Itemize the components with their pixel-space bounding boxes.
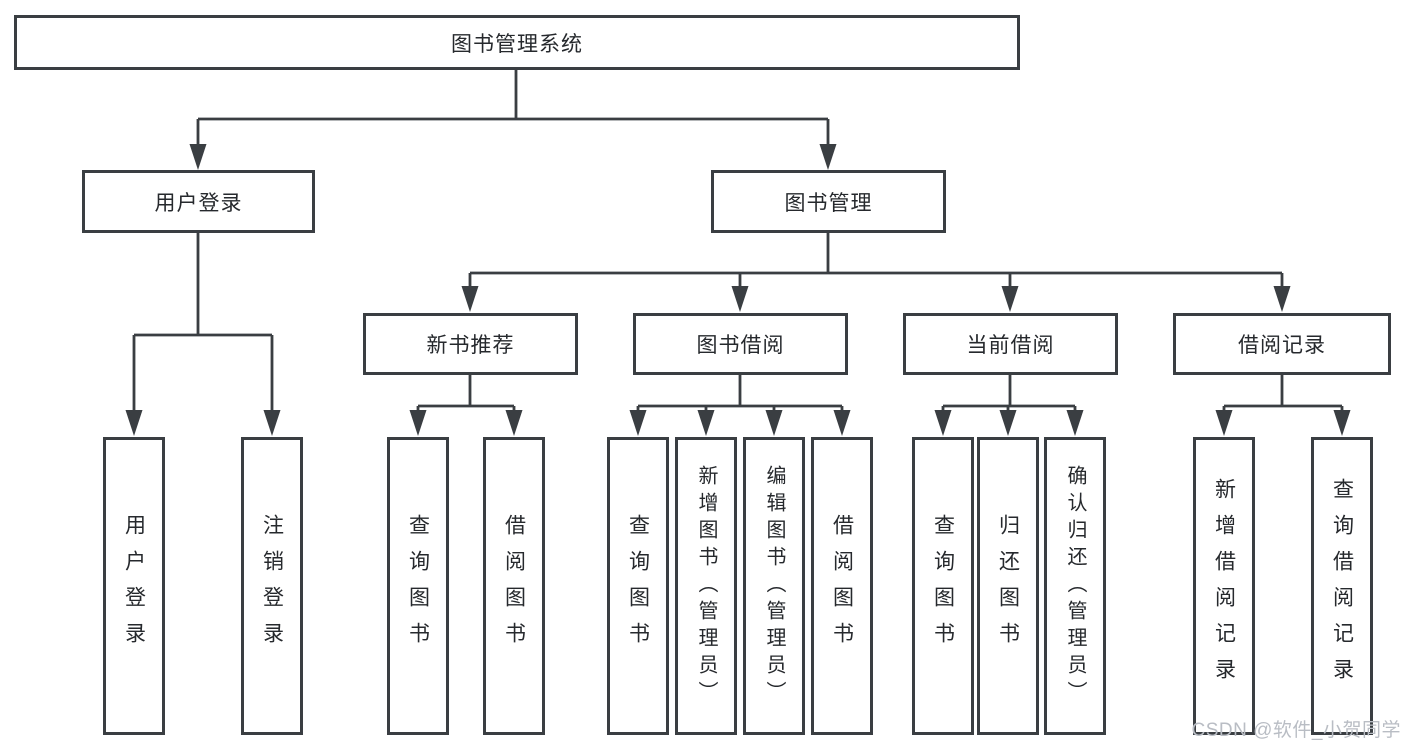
leaf-logout-login-label: 注销登录: [260, 514, 284, 658]
leaf-edit-books-admin: 编辑图书（管理员）: [743, 437, 805, 735]
node-root: 图书管理系统: [14, 15, 1020, 70]
leaf-add-books-admin: 新增图书（管理员）: [675, 437, 737, 735]
node-current-borrowing: 当前借阅: [903, 313, 1118, 375]
leaf-add-borrow-record-label: 新增借阅记录: [1212, 478, 1236, 694]
leaf-current-query-books: 查询图书: [912, 437, 974, 735]
leaf-query-borrow-record-label: 查询借阅记录: [1330, 478, 1354, 694]
leaf-recommend-borrow-books: 借阅图书: [483, 437, 545, 735]
leaf-return-books: 归还图书: [977, 437, 1039, 735]
leaf-user-login: 用户登录: [103, 437, 165, 735]
leaf-confirm-return-admin: 确认归还（管理员）: [1044, 437, 1106, 735]
node-book-management: 图书管理: [711, 170, 946, 233]
node-user-login-label: 用户登录: [154, 191, 243, 215]
node-book-management-label: 图书管理: [784, 191, 873, 215]
leaf-edit-books-admin-label: 编辑图书（管理员）: [763, 464, 785, 708]
watermark: CSDN @软件_小贺同学: [1191, 720, 1401, 741]
leaf-return-books-label: 归还图书: [996, 514, 1020, 658]
node-new-book-recommend: 新书推荐: [363, 313, 578, 375]
leaf-recommend-query-books: 查询图书: [387, 437, 449, 735]
node-book-borrowing: 图书借阅: [633, 313, 848, 375]
leaf-add-books-admin-label: 新增图书（管理员）: [695, 464, 717, 708]
node-user-login: 用户登录: [82, 170, 315, 233]
leaf-logout-login: 注销登录: [241, 437, 303, 735]
node-current-borrowing-label: 当前借阅: [966, 334, 1055, 357]
leaf-query-borrow-record: 查询借阅记录: [1311, 437, 1373, 735]
node-new-book-recommend-label: 新书推荐: [426, 334, 515, 357]
node-book-borrowing-label: 图书借阅: [696, 334, 785, 357]
leaf-borrowing-borrow-books: 借阅图书: [811, 437, 873, 735]
leaf-recommend-query-books-label: 查询图书: [406, 514, 430, 658]
leaf-borrowing-query-books: 查询图书: [607, 437, 669, 735]
leaf-add-borrow-record: 新增借阅记录: [1193, 437, 1255, 735]
node-root-label: 图书管理系统: [451, 32, 583, 56]
leaf-user-login-label: 用户登录: [122, 514, 146, 658]
node-borrowing-records-label: 借阅记录: [1238, 334, 1326, 357]
leaf-current-query-books-label: 查询图书: [931, 514, 955, 658]
leaf-borrowing-query-books-label: 查询图书: [626, 514, 650, 658]
leaf-confirm-return-admin-label: 确认归还（管理员）: [1064, 464, 1086, 708]
leaf-recommend-borrow-books-label: 借阅图书: [502, 514, 526, 658]
node-borrowing-records: 借阅记录: [1173, 313, 1391, 375]
leaf-borrowing-borrow-books-label: 借阅图书: [830, 514, 854, 658]
